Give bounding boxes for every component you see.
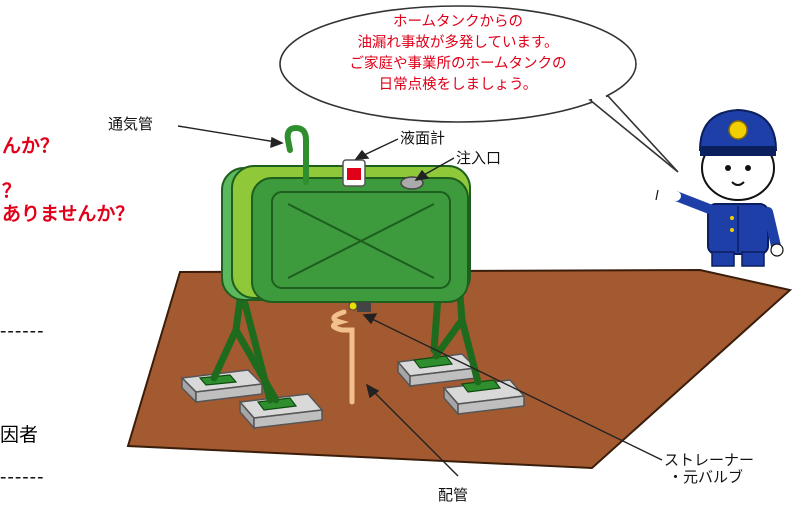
strainer-valve — [348, 301, 371, 312]
cause-label: 因者 — [0, 424, 39, 446]
bubble-line-1: ホームタンクからの — [392, 14, 524, 30]
label-strainer: ストレーナー ・元バルブ — [664, 451, 755, 487]
bubble-line-3: ご家庭や事業所のホームタンクの — [349, 56, 567, 72]
police-officer — [655, 108, 784, 267]
bubble-line-4: 日常点検をしましょう。 — [378, 77, 538, 93]
label-strainer-line1: ストレーナー — [664, 451, 755, 469]
vent-pipe — [284, 124, 309, 185]
dashed-divider-2: ------ — [0, 466, 45, 488]
label-inlet: 注入口 — [456, 149, 502, 167]
check-question-1: んか？ — [2, 135, 60, 157]
label-arrows — [177, 125, 663, 477]
label-piping: 配管 — [438, 486, 469, 504]
speech-bubble-tail — [588, 95, 679, 173]
level-gauge — [342, 159, 366, 187]
piping — [331, 309, 355, 405]
bubble-line-2: 油漏れ事故が多発しています。 — [357, 35, 559, 51]
speech-bubble — [279, 5, 637, 123]
label-strainer-line2: ・元バルブ — [668, 468, 744, 487]
label-vent-pipe: 通気管 — [108, 115, 154, 133]
dashed-divider-1: ------ — [0, 320, 45, 342]
check-question-3: ありませんか？ — [2, 203, 135, 225]
label-level-gauge: 液面計 — [400, 129, 446, 147]
check-question-2: ？ — [2, 180, 22, 202]
speech-bubble-text: ホームタンクからの 油漏れ事故が多発しています。 ご家庭や事業所のホームタンクの… — [308, 12, 608, 96]
